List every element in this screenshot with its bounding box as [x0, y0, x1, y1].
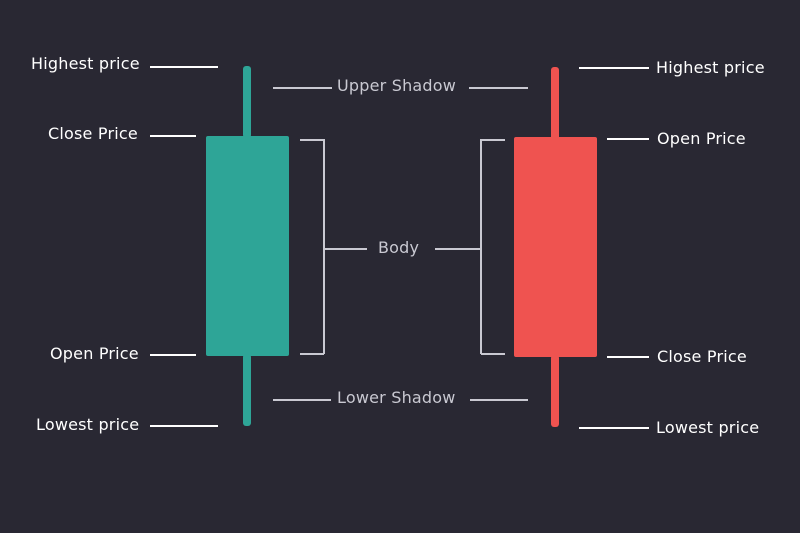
bearish-close-price-label: Close Price [657, 347, 747, 366]
upper-shadow-label: Upper Shadow [337, 76, 457, 95]
bullish-highest-price-leader [150, 66, 218, 68]
right-bracket-bottom [481, 353, 505, 355]
bullish-lowest-price-label: Lowest price [36, 415, 140, 434]
bullish-lowest-price-leader [150, 425, 218, 427]
bearish-open-price-leader [607, 138, 649, 140]
bearish-lower-shadow [551, 355, 559, 427]
left-bracket-top [300, 139, 324, 141]
bearish-lowest-price-leader [579, 427, 649, 429]
bullish-highest-price-label: Highest price [31, 54, 140, 73]
bearish-close-price-leader [607, 356, 649, 358]
bearish-upper-shadow [551, 67, 559, 140]
body-leader-right [435, 248, 481, 250]
bullish-candle-body [206, 136, 289, 356]
bearish-candle-body [514, 137, 597, 357]
body-label: Body [378, 238, 420, 257]
bullish-upper-shadow [243, 66, 251, 138]
left-bracket-bottom [300, 353, 324, 355]
left-bracket-vertical [323, 139, 325, 354]
right-bracket-top [481, 139, 505, 141]
lower-shadow-leader-left [273, 399, 331, 401]
upper-shadow-leader-left [273, 87, 332, 89]
bearish-highest-price-leader [579, 67, 649, 69]
lower-shadow-leader-right [470, 399, 528, 401]
bullish-lower-shadow [243, 354, 251, 426]
lower-shadow-label: Lower Shadow [337, 388, 456, 407]
bearish-lowest-price-label: Lowest price [656, 418, 760, 437]
upper-shadow-leader-right [469, 87, 528, 89]
right-bracket-vertical [480, 139, 482, 354]
bullish-close-price-label: Close Price [48, 124, 138, 143]
bullish-open-price-label: Open Price [50, 344, 139, 363]
bearish-highest-price-label: Highest price [656, 58, 765, 77]
bearish-open-price-label: Open Price [657, 129, 746, 148]
body-leader-left [324, 248, 367, 250]
bullish-open-price-leader [150, 354, 196, 356]
bullish-close-price-leader [150, 135, 196, 137]
